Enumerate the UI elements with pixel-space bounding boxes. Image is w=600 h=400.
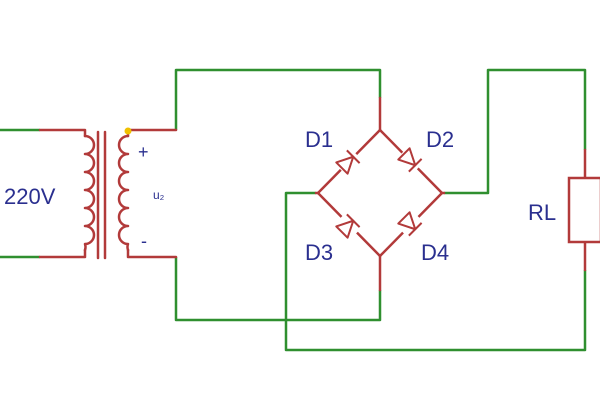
- source-voltage-label: 220V: [4, 184, 56, 209]
- load-label: RL: [528, 200, 556, 225]
- wire-bridge-left-to-load-return: [284, 191, 587, 352]
- wire-bridge-right-to-load: [444, 68, 587, 195]
- wires: [0, 68, 587, 352]
- secondary-lead-top: [126, 128, 178, 138]
- load-resistor: [567, 176, 600, 244]
- plus-sign-label: +: [138, 142, 149, 162]
- primary-lead-top: [38, 128, 87, 138]
- diode-label-d4: D4: [421, 240, 449, 265]
- secondary-voltage-label: u₂: [153, 188, 165, 202]
- diode-label-d1: D1: [305, 127, 333, 152]
- wire-top-transformer-to-bridge: [174, 68, 382, 130]
- secondary-lead-bottom: [126, 248, 178, 259]
- polarity-dot: [124, 127, 132, 135]
- primary-lead-bottom: [38, 248, 87, 259]
- wire-bottom-transformer-to-bridge: [174, 257, 382, 322]
- diode-label-d2: D2: [426, 127, 454, 152]
- primary-winding: [83, 134, 96, 252]
- secondary-winding: [117, 134, 130, 252]
- diodes: [332, 144, 426, 242]
- diode-label-d3: D3: [305, 240, 333, 265]
- minus-sign-label: -: [141, 231, 147, 251]
